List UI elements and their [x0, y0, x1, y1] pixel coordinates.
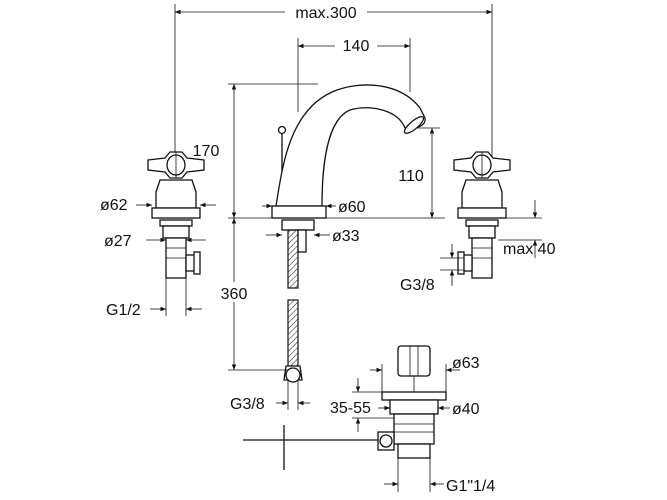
- handle-diameter-label: ø62: [100, 197, 128, 214]
- spout-base-diameter-label: ø60: [338, 199, 366, 216]
- valve-outlet-thread-label: G3/8: [400, 277, 435, 294]
- spout-outlet-thread-label: G3/8: [230, 396, 265, 413]
- outlet-height-label: 110: [398, 168, 424, 185]
- valve-body-diameter-label: ø27: [104, 233, 132, 250]
- tailpiece-diameter-label: ø33: [332, 228, 360, 245]
- supply-length-label: 360: [221, 286, 248, 303]
- outlet-height-dimension: 110: [398, 127, 440, 218]
- waste-flange-diameter-label: ø63: [452, 355, 480, 372]
- valve-thread-label: G1/2: [106, 302, 141, 319]
- waste-range-label: 35-55: [330, 400, 371, 417]
- spout-reach-dimension: 140: [297, 36, 411, 112]
- right-valve: max 40 G3/8: [400, 151, 556, 294]
- spout-reach-label: 140: [343, 38, 370, 55]
- height-170-label: 170: [193, 143, 220, 160]
- left-valve: ø62 ø27 G1/2: [100, 151, 216, 319]
- max-width-dimension: max.300: [174, 2, 493, 160]
- spout: ø60: [262, 84, 426, 219]
- waste-body-diameter-label: ø40: [452, 401, 480, 418]
- max-width-label: max.300: [295, 5, 356, 22]
- pop-up-waste: ø63 35-55 ø40 G1"1/4: [330, 345, 495, 495]
- spout-tailpiece: ø33 360 G3/8: [214, 218, 384, 470]
- deck-thickness-label: max 40: [503, 241, 556, 258]
- height-170-dimension: 170: [193, 83, 318, 218]
- waste-thread-label: G1"1/4: [446, 478, 495, 495]
